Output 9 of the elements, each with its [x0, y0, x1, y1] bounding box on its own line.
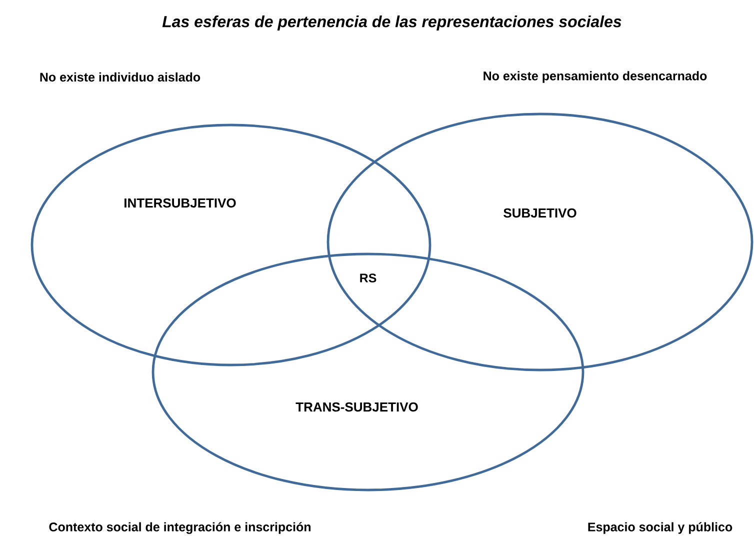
- note-label: No existe pensamiento desencarnado: [484, 71, 707, 83]
- note-label: No existe individuo aislado: [40, 72, 200, 82]
- note-label: Contexto social de integración e inscripción: [49, 522, 310, 534]
- ellipse-label: SUBJETIVO: [504, 208, 576, 218]
- ellipse-label: TRANS-SUBJETIVO: [296, 402, 418, 412]
- note-label: Espacio social y público: [588, 522, 732, 534]
- note-label: RS: [360, 274, 376, 282]
- ellipse-label: INTERSUBJETIVO: [124, 198, 236, 208]
- title: Las esferas de pertenencia de las representaciones sociales: [162, 16, 622, 30]
